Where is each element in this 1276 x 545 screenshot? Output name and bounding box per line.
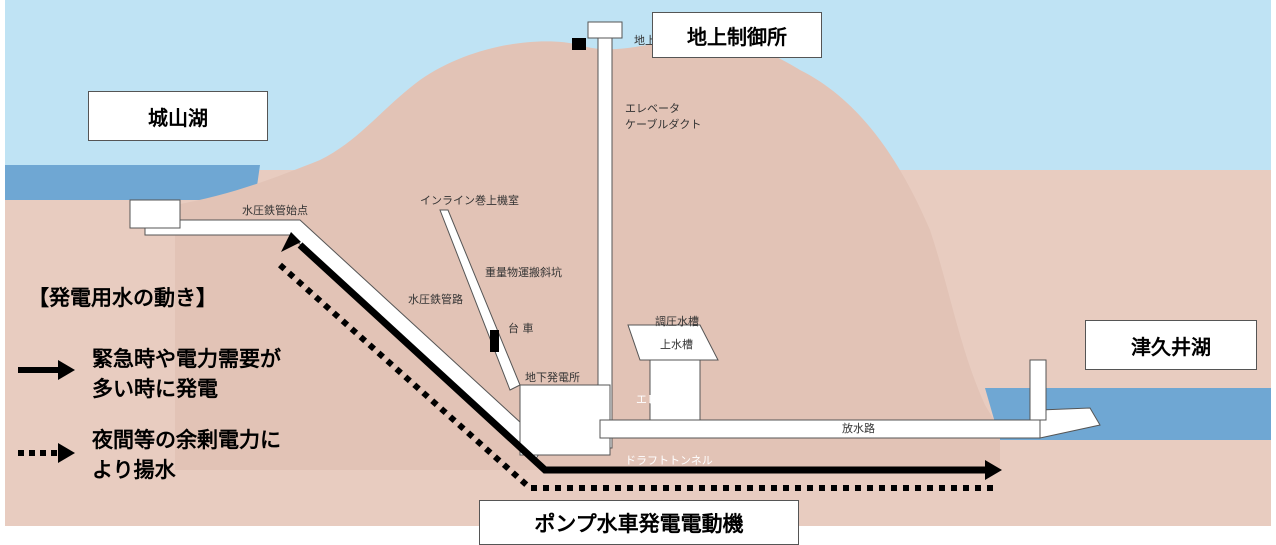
label-elevator: エレベータ [636,393,691,406]
label-draft-tunnel: ドラフトトンネル [625,454,713,467]
lower-intake-tower [1029,359,1047,421]
underground-power-station [519,384,611,456]
incline-carriage [490,330,499,352]
upper-lake-title: 城山湖 [88,91,268,141]
tailrace-outlet [1039,407,1101,439]
surge-tank [627,324,719,361]
label-heavy-transport: 重量物運搬斜坑 [485,265,562,279]
label-incline-hoist: インライン巻上機室 [420,193,519,207]
lower-lake-title: 津久井湖 [1085,320,1257,370]
legend-pumping: 夜間等の余剰電力に より揚水 [92,428,281,482]
label-elevator-duct-2: ケーブルダクト [625,117,701,131]
legend-title: 【発電用水の動き】 [28,286,217,310]
label-penstock-path: 水圧鉄管路 [408,292,463,306]
machine-title: ポンプ水車発電電動機 [479,500,799,545]
ground-control-building [587,21,623,39]
control-station-title: 地上制御所 [652,12,822,58]
label-upper-tank: 上水槽 [660,338,693,351]
ground-control-flag [572,38,586,50]
label-carriage: 台 車 [508,321,534,335]
mountain [175,38,1000,470]
label-control-small: 地上 [634,34,656,47]
generation-arrow-head-left [281,232,301,252]
pumping-arrow-path [278,262,995,491]
generation-arrow-path [297,242,985,474]
upper-lake-water [5,165,260,200]
surge-tank-pillars [649,359,701,426]
legend-dotted-head [58,443,75,463]
legend-generation: 緊急時や電力需要が 多い時に発電 [92,347,281,401]
generation-arrow-head-right [985,460,1002,480]
label-elevator-duct-1: エレベータ [625,102,680,115]
tailrace [599,419,1041,439]
label-surge-tank: 調圧水槽 [655,314,699,328]
legend-solid-head [58,360,75,380]
upper-intake [129,199,181,229]
label-tailrace: 放水路 [842,421,875,435]
label-penstock-start: 水圧鉄管始点 [242,203,308,217]
label-underground-station: 地下発電所 [525,370,580,384]
